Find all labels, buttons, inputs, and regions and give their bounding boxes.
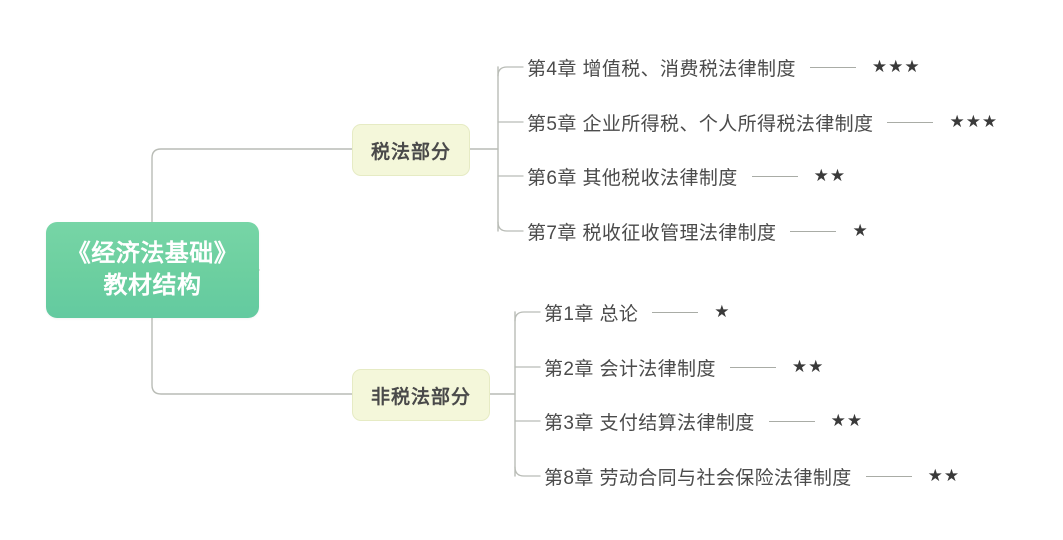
leaf-label: 第7章 税收征收管理法律制度 xyxy=(527,222,777,244)
root-title-line1: 《经济法基础》 xyxy=(66,239,239,267)
leaf-dash-icon xyxy=(751,175,798,177)
leaf-dash-icon xyxy=(729,366,776,368)
leaf-star-rating: ★★★ xyxy=(871,57,921,76)
leaf-item[interactable]: 第6章 其他税收法律制度 ★★ xyxy=(527,162,846,190)
leaf-item[interactable]: 第5章 企业所得税、个人所得税法律制度 ★★★ xyxy=(527,108,998,136)
leaf-item[interactable]: 第7章 税收征收管理法律制度 ★ xyxy=(527,217,869,245)
leaf-item[interactable]: 第8章 劳动合同与社会保险法律制度 ★★ xyxy=(544,462,960,490)
leaf-label: 第5章 企业所得税、个人所得税法律制度 xyxy=(527,113,874,135)
branch-label-tax: 税法部分 xyxy=(370,141,451,163)
branch-label-nontax: 非税法部分 xyxy=(370,386,471,408)
leaf-star-rating: ★★ xyxy=(830,411,864,430)
leaf-star-rating: ★★ xyxy=(927,466,961,485)
leaf-label: 第3章 支付结算法律制度 xyxy=(544,412,755,434)
leaf-label: 第2章 会计法律制度 xyxy=(544,358,716,380)
leaf-star-rating: ★★ xyxy=(791,357,825,376)
root-title-line2: 教材结构 xyxy=(103,271,202,299)
leaf-dash-icon xyxy=(809,66,856,68)
branch-node-nontax[interactable]: 非税法部分 xyxy=(352,369,490,421)
connector-tax-leaf-4 xyxy=(497,221,524,232)
leaf-dash-icon xyxy=(865,475,912,477)
leaf-label: 第8章 劳动合同与社会保险法律制度 xyxy=(544,467,852,489)
leaf-item[interactable]: 第2章 会计法律制度 ★★ xyxy=(544,353,824,381)
branch-node-tax[interactable]: 税法部分 xyxy=(352,124,470,176)
leaf-label: 第6章 其他税收法律制度 xyxy=(527,167,738,189)
leaf-item[interactable]: 第4章 增值税、消费税法律制度 ★★★ xyxy=(527,53,921,81)
leaf-item[interactable]: 第3章 支付结算法律制度 ★★ xyxy=(544,407,863,435)
leaf-dash-icon xyxy=(887,121,934,123)
leaf-star-rating: ★★★ xyxy=(949,112,999,131)
root-node[interactable]: 《经济法基础》 教材结构 xyxy=(46,222,259,318)
leaf-dash-icon xyxy=(768,420,815,422)
leaf-star-rating: ★ xyxy=(852,221,869,240)
leaf-star-rating: ★★ xyxy=(813,166,847,185)
connector-nontax-leaf-4 xyxy=(514,466,541,477)
connector-tax-leaf-1 xyxy=(497,66,524,77)
leaf-label: 第1章 总论 xyxy=(544,303,639,325)
leaf-dash-icon xyxy=(790,230,837,232)
leaf-star-rating: ★ xyxy=(714,302,731,321)
leaf-label: 第4章 增值税、消费税法律制度 xyxy=(527,58,796,80)
leaf-item[interactable]: 第1章 总论 ★ xyxy=(544,298,731,326)
connector-nontax-leaf-1 xyxy=(514,311,541,322)
leaf-dash-icon xyxy=(652,311,699,313)
